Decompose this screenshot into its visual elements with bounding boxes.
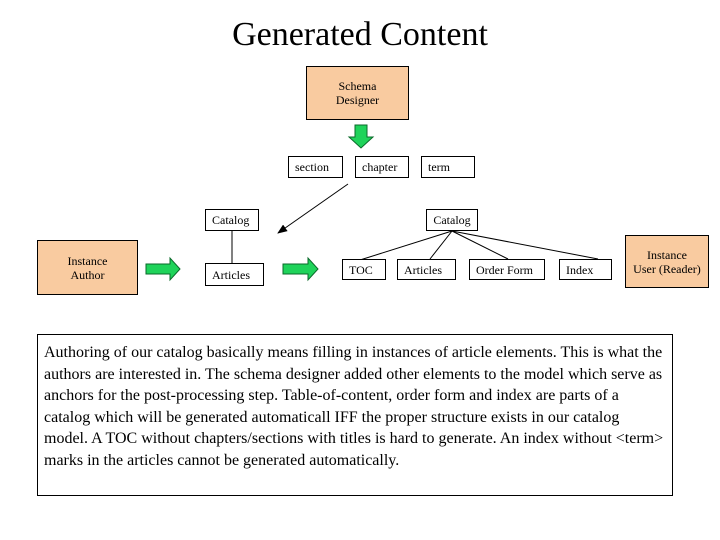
instance-reader-line1: Instance	[647, 247, 687, 262]
description-text: Authoring of our catalog basically means…	[44, 344, 664, 469]
tree-line-index	[451, 230, 599, 260]
term-box: term	[421, 156, 475, 178]
instance-author-box: Instance Author	[37, 240, 138, 295]
chapter-box: chapter	[355, 156, 409, 178]
toc-box: TOC	[342, 259, 386, 280]
index-box: Index	[559, 259, 612, 280]
tree-line-articles	[429, 230, 453, 260]
tree-line-order-form	[451, 230, 509, 260]
instance-reader-line2: User (Reader)	[633, 261, 701, 276]
articles-right-box: Articles	[397, 259, 456, 280]
schema-designer-line2: Designer	[335, 93, 380, 107]
instance-author-line2: Author	[70, 267, 105, 282]
section-box: section	[288, 156, 343, 178]
articles-left-box: Articles	[205, 263, 264, 286]
chapter-to-articles-line	[277, 183, 349, 234]
catalog-right-box: Catalog	[426, 209, 478, 231]
catalog-left-box: Catalog	[205, 209, 259, 231]
description-box: Authoring of our catalog basically means…	[37, 334, 673, 496]
right-arrow-author	[145, 256, 181, 282]
schema-designer-line1: Schema	[338, 79, 377, 93]
instance-author-line1: Instance	[67, 253, 108, 268]
instance-reader-box: Instance User (Reader)	[625, 235, 709, 288]
schema-designer-box: Schema Designer	[306, 66, 409, 120]
page-title: Generated Content	[232, 16, 488, 53]
right-arrow-articles	[282, 256, 319, 282]
tree-line-toc	[359, 230, 453, 261]
order-form-box: Order Form	[469, 259, 545, 280]
down-arrow-schema	[347, 124, 375, 149]
